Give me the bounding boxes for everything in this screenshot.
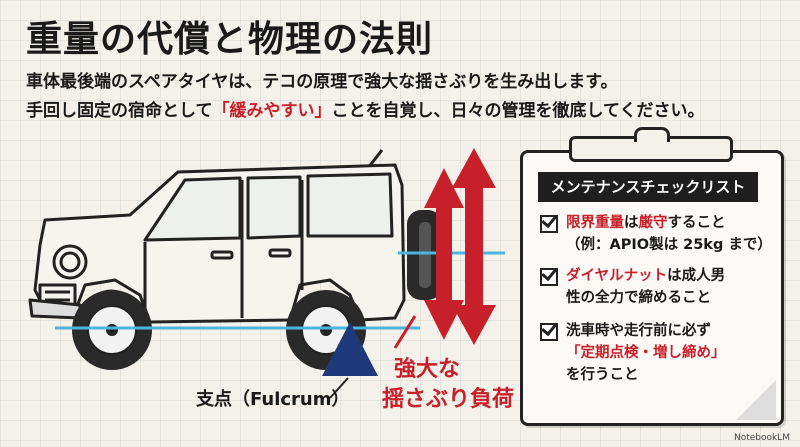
watermark: NotebookLM <box>733 433 790 443</box>
checklist-header: メンテナンスチェックリスト <box>538 172 758 202</box>
item1-red-1: 限界重量 <box>566 215 624 231</box>
checklist-item-2: ダイヤルナットは成人男 性の全力で締めること <box>540 265 765 309</box>
checkbox-icon <box>540 323 558 341</box>
item3-line-1: 洗車時や走行前に必ず <box>566 323 711 339</box>
checkbox-icon <box>540 215 558 233</box>
subtitle-line-1: 車体最後端のスペアタイヤは、テコの原理で強大な揺さぶりを生み出します。 <box>26 72 618 92</box>
checklist-item-3: 洗車時や走行前に必ず 「定期点検・増し締め」 を行うこと <box>540 320 765 386</box>
fulcrum-triangle <box>322 322 378 376</box>
item3-red: 「定期点検・増し締め」 <box>566 345 726 361</box>
checkbox-icon <box>540 268 558 286</box>
item1-text-2: すること <box>667 215 726 231</box>
item3-line-3: を行うこと <box>566 367 639 383</box>
page-title: 重量の代償と物理の法則 <box>26 19 434 60</box>
item2-text-1: は成人男 <box>667 268 726 284</box>
item2-red: ダイヤルナット <box>566 268 668 284</box>
checklist-item-1: 限界重量は厳守すること （例：APIO製は 25kg まで） <box>540 212 772 256</box>
load-label-line-2: 揺さぶり負荷 <box>382 387 515 412</box>
item1-line-2: （例：APIO製は 25kg まで） <box>566 237 772 253</box>
car-illustration <box>28 163 406 324</box>
subtitle-line-2-pre: 手回し固定の宿命として <box>26 101 213 121</box>
subtitle-line-2: 手回し固定の宿命として「緩みやすい」ことを自覚し、日々の管理を徹底してください。 <box>26 96 704 121</box>
clipboard-clip <box>569 127 733 162</box>
fulcrum-pointer <box>329 377 349 399</box>
front-wheel <box>72 290 152 370</box>
oscillation-arrows <box>424 148 496 345</box>
subtitle-highlight: 「緩みやすい」 <box>212 101 332 121</box>
load-label: 強大な 揺さぶり負荷 <box>382 355 514 415</box>
spare-tire <box>407 210 442 300</box>
item2-line-2: 性の全力で締めること <box>566 290 711 306</box>
load-label-line-1: 強大な <box>394 357 461 382</box>
load-pointer <box>393 315 417 349</box>
item1-red-2: 厳守 <box>638 215 668 231</box>
page-curl <box>736 380 776 420</box>
fulcrum-label: 支点（Fulcrum） <box>196 389 350 410</box>
item1-text-1: は <box>624 215 639 231</box>
subtitle-line-2-post: ことを自覚し、日々の管理を徹底してください。 <box>331 101 705 121</box>
